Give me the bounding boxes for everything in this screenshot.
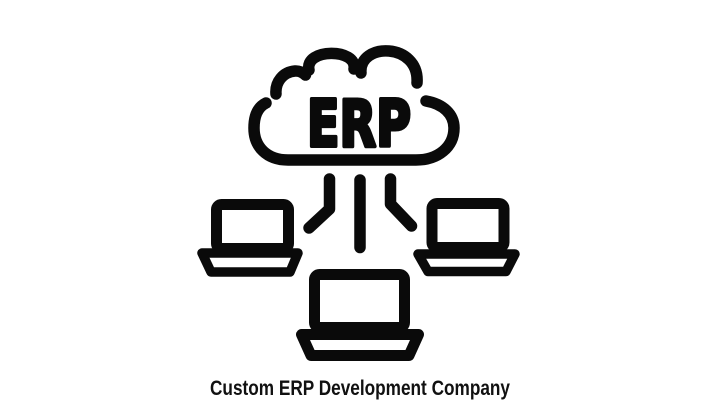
laptop-bottom-base (296, 329, 424, 361)
erp-label: ERP (307, 88, 411, 162)
laptop-bottom-icon (296, 269, 424, 361)
laptop-left-icon (197, 199, 303, 277)
laptop-right-screen (426, 198, 510, 253)
caption: Custom ERP Development Company (210, 377, 510, 400)
laptop-right-icon (413, 198, 520, 277)
laptop-left-base (197, 248, 303, 277)
laptop-bottom-screen (309, 269, 410, 333)
laptop-left-screen (211, 199, 294, 254)
cloud-icon (248, 45, 460, 166)
connector-lines-icon (303, 173, 418, 254)
laptop-right-base (413, 249, 520, 277)
